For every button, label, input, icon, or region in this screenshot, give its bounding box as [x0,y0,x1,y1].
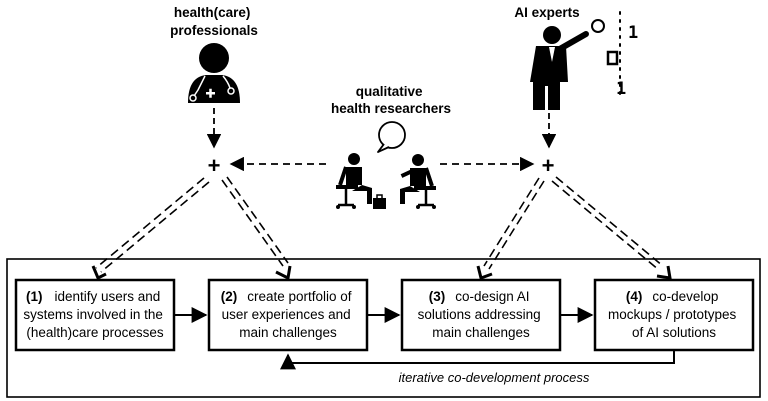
connector-plus-to-step4 [551,176,664,271]
step-2-line-1: create portfolio of [247,289,352,304]
binary-digit-0 [606,50,619,66]
step-3-line-2: solutions addressing [418,307,541,322]
step-1-line-2: systems involved in the [23,307,163,322]
connector-plus-to-step1 [95,177,210,273]
ai-experts-label: AI experts [514,5,579,20]
step-1-line-3: (health)care processes [26,325,164,340]
svg-text:(2)create portfolio of u: (2) create portfolio of user experiences … [221,289,356,340]
healthcare-professionals-label: health(care) professionals [170,5,258,38]
plus-right: + [542,153,555,178]
step-1-line-1: identify users and [54,289,160,304]
binary-digit-1: 1 [628,23,638,43]
step-2-line-3: main challenges [239,325,337,340]
iterative-loop-arrow [280,351,675,370]
step-box-1: (1) identify users and systems involved i… [14,278,176,352]
step-box-2: (2) create portfolio of user experiences … [207,278,369,352]
step-2-line-2: user experiences and [222,307,351,322]
binary-digit-1-lower: 1 [616,79,626,99]
step-4-line-2: mockups / prototypes [608,307,737,322]
svg-text:(1)identify users and sy: (1) identify users and systems involved i… [23,289,166,340]
qualitative-researchers-label: qualitative health researchers [331,84,451,116]
step-4-number: (4) [626,289,643,304]
plus-left: + [208,153,221,178]
step-box-3: (3) co-design AI solutions addressing mai… [400,278,562,352]
connector-plus-to-step3 [483,177,545,270]
step-4-line-3: of AI solutions [632,325,716,340]
doctor-icon [188,43,240,103]
speech-bubble-icon [377,121,406,153]
step-2-number: (2) [221,289,238,304]
step-3-number: (3) [429,289,446,304]
step-4-line-1: co-develop [652,289,718,304]
ai-presenter-icon [530,11,621,110]
step-1-number: (1) [26,289,43,304]
step-box-4: (4) co-develop mockups / prototypes of AI… [593,278,755,352]
iterative-process-label: iterative co-development process [399,370,590,385]
step-3-line-3: main challenges [432,325,530,340]
svg-text:(3)co-design AI solution: (3) co-design AI solutions addressing mai… [418,289,545,340]
process-frame [6,258,761,398]
step-3-line-1: co-design AI [455,289,529,304]
connector-plus-to-step2 [221,176,289,267]
svg-text:(4)co-develop mockups /: (4) co-develop mockups / prototypes of AI… [608,289,740,340]
interview-icon [336,153,436,209]
